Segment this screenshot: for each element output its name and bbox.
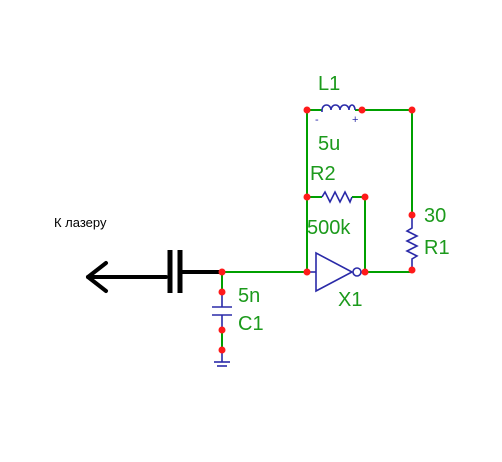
r1-value-label: 30 xyxy=(424,205,446,227)
node-inverter-output xyxy=(361,268,369,276)
junction-nodes xyxy=(218,106,416,354)
c1-name-label: C1 xyxy=(238,313,264,335)
node-top-right xyxy=(408,106,416,114)
laser-note: К лазеру xyxy=(54,215,107,230)
node-r2-left xyxy=(303,193,311,201)
inductor-l1 xyxy=(321,104,356,112)
l1-polarity-minus: - xyxy=(315,114,319,126)
node-c1-top xyxy=(218,288,226,296)
resistor-r2 xyxy=(321,190,353,204)
inverter-x1 xyxy=(307,251,365,293)
coupling-capacitor xyxy=(167,250,224,293)
r2-name-label: R2 xyxy=(310,163,336,185)
node-r2-right xyxy=(361,193,369,201)
node-r1-top xyxy=(408,211,416,219)
node-c1-bottom xyxy=(218,326,226,334)
x1-name-label: X1 xyxy=(338,289,362,311)
r1-name-label: R1 xyxy=(424,237,450,259)
l1-name-label: L1 xyxy=(318,73,340,95)
l1-polarity-plus: + xyxy=(352,114,358,126)
node-l1-right xyxy=(358,106,366,114)
node-r1-bottom xyxy=(408,266,416,274)
r2-value-label: 500k xyxy=(307,217,351,239)
capacitor-c1 xyxy=(212,292,232,330)
laser-output-arrow xyxy=(86,261,168,293)
node-l1-left xyxy=(303,106,311,114)
node-input-junction xyxy=(218,268,226,276)
resistor-r1 xyxy=(405,215,419,270)
l1-value-label: 5u xyxy=(318,133,340,155)
node-ground xyxy=(218,346,226,354)
c1-value-label: 5n xyxy=(238,285,260,307)
node-inverter-input xyxy=(303,268,311,276)
